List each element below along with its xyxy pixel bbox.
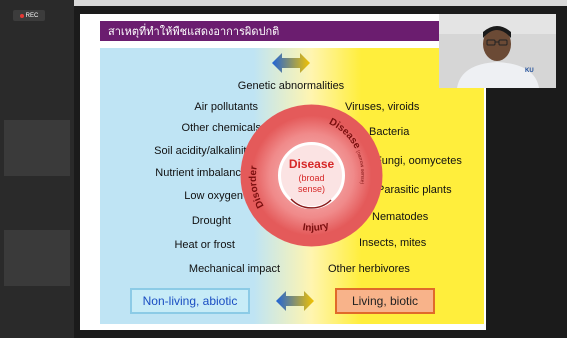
participant-thumbnail[interactable] — [4, 230, 70, 286]
recording-indicator: REC — [13, 10, 45, 21]
biotic-badge: Living, biotic — [335, 288, 435, 314]
biotic-item: Parasitic plants — [377, 184, 452, 196]
abiotic-item: Soil acidity/alkalinity — [154, 145, 252, 157]
shirt-logo: KU — [525, 68, 534, 74]
toolbar-strip — [74, 0, 567, 6]
biotic-item: Other herbivores — [328, 263, 410, 275]
record-dot-icon — [20, 14, 24, 18]
disease-broad-title: Disease — [289, 157, 335, 171]
double-arrow-icon — [276, 290, 314, 312]
presenter-avatar — [439, 14, 556, 88]
broad-sense-line2: sense) — [298, 184, 325, 194]
abiotic-item: Low oxygen — [184, 190, 243, 202]
abiotic-item: Mechanical impact — [189, 263, 280, 275]
abiotic-item: Heat or frost — [174, 239, 235, 251]
biotic-item: Fungi, oomycetes — [375, 155, 462, 167]
diagram-panel: Genetic abnormalities Air pollutants Oth… — [100, 48, 484, 324]
abiotic-badge: Non-living, abiotic — [130, 288, 250, 314]
double-arrow-icon — [272, 52, 310, 74]
broad-sense-line1: (broad — [298, 173, 324, 183]
presenter-video[interactable]: KU — [439, 14, 556, 88]
genetic-label: Genetic abnormalities — [231, 80, 351, 92]
abiotic-item: Drought — [192, 215, 231, 227]
shared-slide: สาเหตุที่ทำให้พืชแสดงอาการผิดปกติ Geneti… — [80, 14, 486, 330]
disease-circle-diagram: Disorder Disease (narrow sense) Injury D… — [239, 103, 384, 248]
recording-label: REC — [26, 13, 39, 19]
participant-thumbnail[interactable] — [4, 120, 70, 176]
slide-title: สาเหตุที่ทำให้พืชแสดงอาการผิดปกติ — [100, 21, 484, 41]
participant-strip — [0, 0, 74, 338]
abiotic-item: Nutrient imbalance — [155, 167, 247, 179]
